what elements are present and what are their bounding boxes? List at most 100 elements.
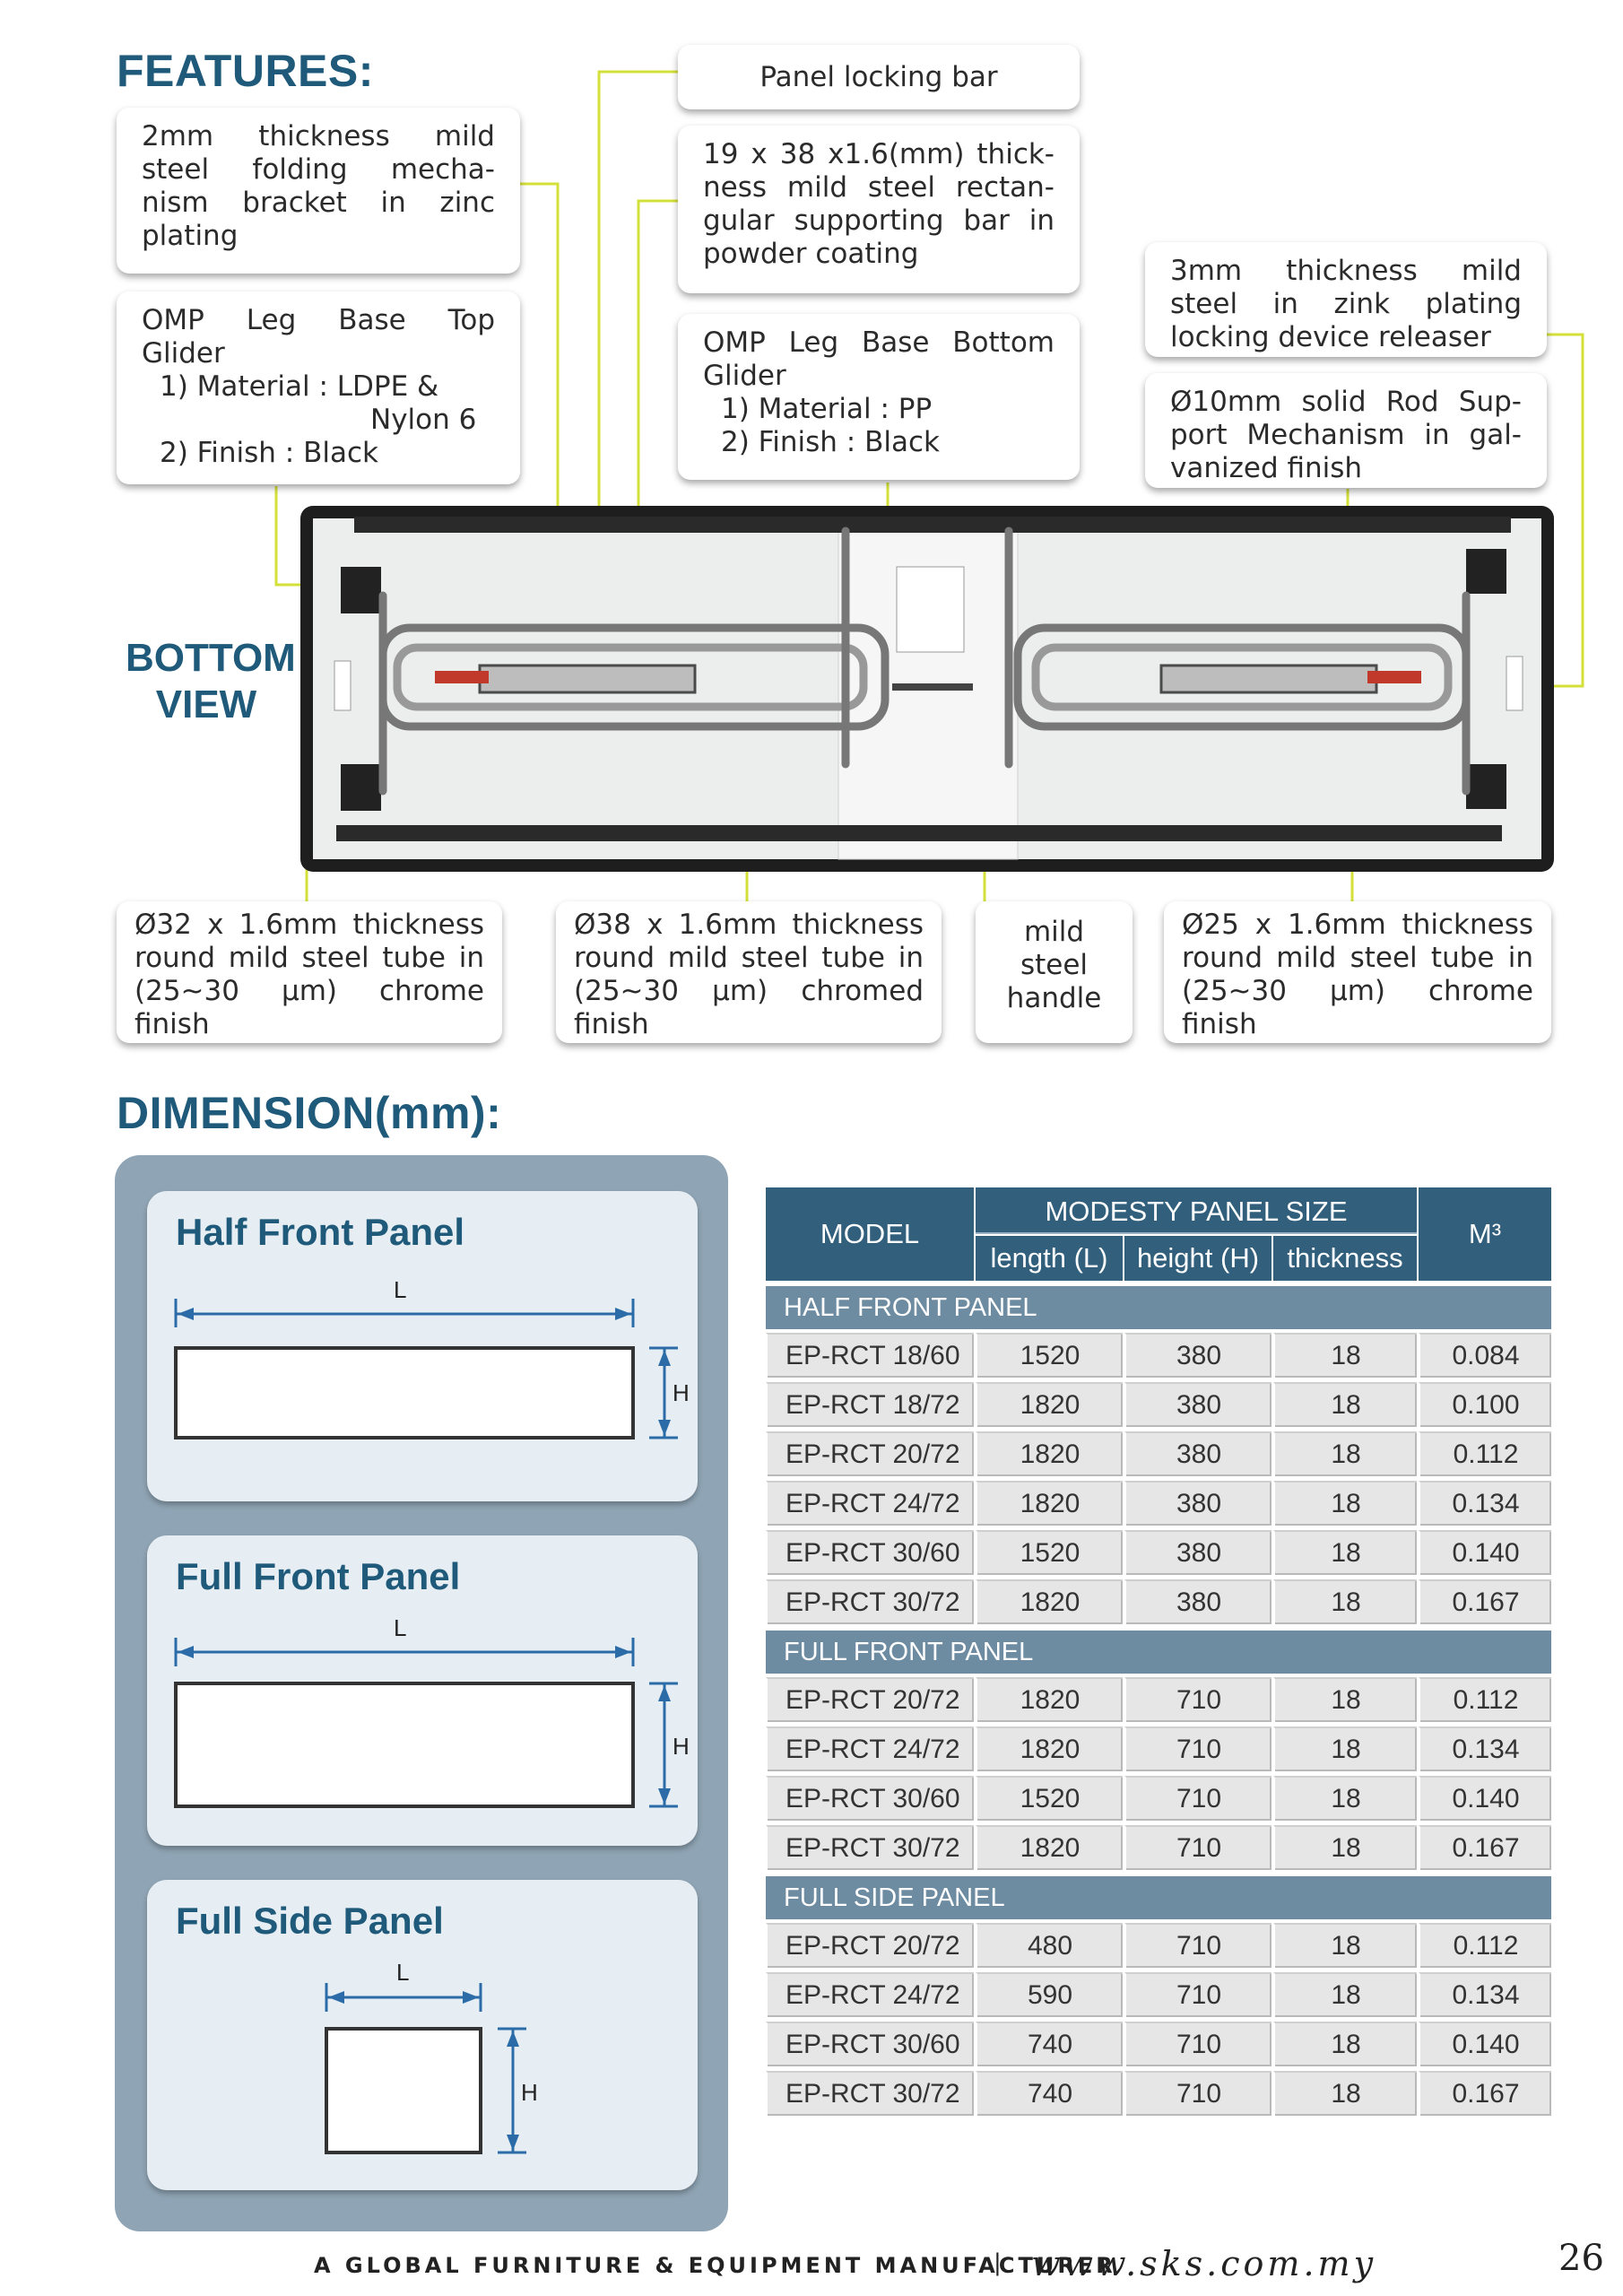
tube38-callout: Ø38 x 1.6mm thickness round mild steel t… bbox=[556, 901, 942, 1043]
cell-height: 710 bbox=[1124, 2022, 1271, 2066]
page-number: 26 bbox=[1558, 2238, 1604, 2279]
cell-thickness: 18 bbox=[1273, 1972, 1417, 2017]
full-front-panel-diagram bbox=[174, 1638, 678, 1808]
footer-url[interactable]: www.sks.com.my bbox=[1031, 2244, 1377, 2283]
full-front-l-label: L bbox=[394, 1614, 407, 1641]
cell-m3: 0.112 bbox=[1419, 1923, 1551, 1968]
cell-length: 1820 bbox=[976, 1677, 1123, 1722]
cell-thickness: 18 bbox=[1273, 1333, 1417, 1378]
rod-support-callout: Ø10mm solid Rod Sup- port Mechanism in g… bbox=[1145, 373, 1547, 488]
cell-m3: 0.167 bbox=[1419, 1825, 1551, 1870]
cell-model: EP-RCT 18/72 bbox=[766, 1382, 974, 1427]
header-length: length (L) bbox=[976, 1236, 1123, 1281]
cell-height: 710 bbox=[1124, 1923, 1271, 1968]
full-front-panel-title: Full Front Panel bbox=[176, 1555, 461, 1597]
bottom-view-label: BOTTOM VIEW bbox=[126, 636, 296, 726]
handle-callout: mild steel handle bbox=[976, 901, 1133, 1043]
cell-length: 1520 bbox=[976, 1530, 1123, 1575]
cell-m3: 0.140 bbox=[1419, 1530, 1551, 1575]
cell-height: 380 bbox=[1124, 1579, 1271, 1624]
cell-height: 380 bbox=[1124, 1481, 1271, 1526]
cell-height: 710 bbox=[1124, 1726, 1271, 1771]
cell-m3: 0.167 bbox=[1419, 1579, 1551, 1624]
top-glider-callout: OMP Leg Base Top Glider 1) Material : LD… bbox=[117, 291, 520, 484]
cell-m3: 0.134 bbox=[1419, 1972, 1551, 2017]
section-title: HALF FRONT PANEL bbox=[766, 1286, 1551, 1329]
half-front-panel-diagram bbox=[174, 1299, 678, 1439]
cell-thickness: 18 bbox=[1273, 1530, 1417, 1575]
cell-height: 710 bbox=[1124, 1825, 1271, 1870]
half-front-h-label: H bbox=[673, 1379, 690, 1406]
cell-model: EP-RCT 24/72 bbox=[766, 1726, 974, 1771]
bottom-glider-callout: OMP Leg Base Bottom Glider 1) Material :… bbox=[678, 314, 1080, 480]
half-front-panel-title: Half Front Panel bbox=[176, 1211, 465, 1253]
full-side-panel-diagram bbox=[325, 1983, 526, 2154]
footer-tagline: A GLOBAL FURNITURE & EQUIPMENT MANUFACTU… bbox=[314, 2253, 1116, 2278]
cell-length: 480 bbox=[976, 1923, 1123, 1968]
cell-thickness: 18 bbox=[1273, 1481, 1417, 1526]
cell-height: 710 bbox=[1124, 1776, 1271, 1821]
cell-height: 710 bbox=[1124, 1677, 1271, 1722]
cell-thickness: 18 bbox=[1273, 1382, 1417, 1427]
section-title: FULL SIDE PANEL bbox=[766, 1876, 1551, 1919]
folding-bracket-callout: 2mm thickness mild steel folding mecha- … bbox=[117, 108, 520, 274]
cell-length: 1520 bbox=[976, 1333, 1123, 1378]
cell-length: 1820 bbox=[976, 1825, 1123, 1870]
full-front-h-label: H bbox=[673, 1733, 690, 1760]
cell-thickness: 18 bbox=[1273, 1825, 1417, 1870]
cell-m3: 0.100 bbox=[1419, 1382, 1551, 1427]
dimension-diagrams-panel: Half Front Panel L H Full Front Panel bbox=[115, 1155, 728, 2231]
cell-model: EP-RCT 30/60 bbox=[766, 2022, 974, 2066]
header-height: height (H) bbox=[1124, 1236, 1271, 1281]
full-front-panel-card: Full Front Panel L H bbox=[147, 1535, 698, 1846]
cell-model: EP-RCT 20/72 bbox=[766, 1923, 974, 1968]
tube25-callout: Ø25 x 1.6mm thickness round mild steel t… bbox=[1164, 901, 1551, 1043]
full-side-panel-card: Full Side Panel L H bbox=[147, 1880, 698, 2190]
full-side-panel-title: Full Side Panel bbox=[176, 1900, 444, 1942]
dimension-heading: DIMENSION(mm): bbox=[117, 1088, 502, 1138]
cell-thickness: 18 bbox=[1273, 1431, 1417, 1476]
cell-m3: 0.112 bbox=[1419, 1677, 1551, 1722]
header-m3: M³ bbox=[1419, 1187, 1551, 1281]
cell-length: 1820 bbox=[976, 1481, 1123, 1526]
cell-model: EP-RCT 18/60 bbox=[766, 1333, 974, 1378]
header-thickness: thickness bbox=[1273, 1236, 1417, 1281]
cell-thickness: 18 bbox=[1273, 1726, 1417, 1771]
cell-height: 710 bbox=[1124, 2071, 1271, 2116]
header-model: MODEL bbox=[766, 1187, 974, 1281]
cell-height: 380 bbox=[1124, 1530, 1271, 1575]
cell-thickness: 18 bbox=[1273, 1923, 1417, 1968]
cell-m3: 0.134 bbox=[1419, 1481, 1551, 1526]
table-bottom-view-image bbox=[300, 506, 1554, 872]
cell-thickness: 18 bbox=[1273, 1776, 1417, 1821]
footer-separator: | bbox=[994, 2249, 1002, 2276]
cell-m3: 0.167 bbox=[1419, 2071, 1551, 2116]
cell-model: EP-RCT 30/60 bbox=[766, 1776, 974, 1821]
cell-model: EP-RCT 24/72 bbox=[766, 1972, 974, 2017]
cell-length: 740 bbox=[976, 2071, 1123, 2116]
cell-m3: 0.084 bbox=[1419, 1333, 1551, 1378]
cell-thickness: 18 bbox=[1273, 1579, 1417, 1624]
section-title: FULL FRONT PANEL bbox=[766, 1631, 1551, 1674]
full-side-h-label: H bbox=[521, 2079, 538, 2106]
cell-m3: 0.134 bbox=[1419, 1726, 1551, 1771]
half-front-panel-card: Half Front Panel L H bbox=[147, 1191, 698, 1501]
cell-height: 710 bbox=[1124, 1972, 1271, 2017]
cell-length: 1820 bbox=[976, 1726, 1123, 1771]
cell-height: 380 bbox=[1124, 1431, 1271, 1476]
cell-thickness: 18 bbox=[1273, 2022, 1417, 2066]
cell-m3: 0.140 bbox=[1419, 1776, 1551, 1821]
cell-m3: 0.112 bbox=[1419, 1431, 1551, 1476]
cell-model: EP-RCT 30/72 bbox=[766, 2071, 974, 2116]
